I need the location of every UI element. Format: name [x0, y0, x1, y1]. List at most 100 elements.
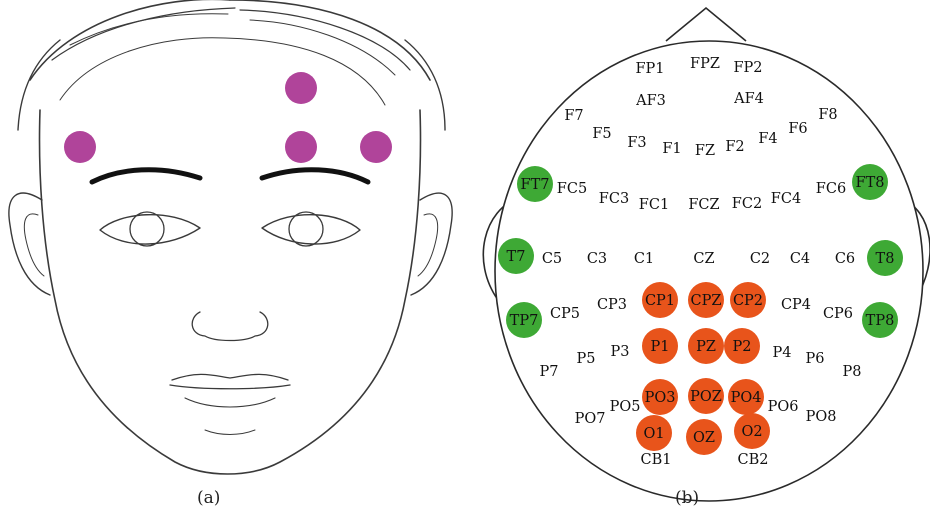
electrode-f1: F1 [662, 141, 681, 157]
left-iris [130, 212, 164, 246]
electrode-tp7: TP7 [506, 302, 542, 338]
electrode-label: TP8 [866, 313, 895, 329]
electrode-label: C6 [835, 251, 855, 267]
electrode-p8: P8 [843, 364, 862, 380]
electrode-fc4: FC4 [771, 191, 801, 207]
electrode-label: T7 [507, 249, 526, 265]
electrode-label: T8 [876, 251, 895, 267]
electrode-label: C5 [542, 251, 562, 267]
right-iris [289, 212, 323, 246]
electrode-label: FC5 [557, 181, 587, 197]
electrode-label: CP6 [823, 306, 853, 322]
electrode-af3: AF3 [635, 93, 666, 109]
electrode-fc3: FC3 [599, 191, 629, 207]
electrode-label: CB1 [641, 452, 672, 468]
electrode-c1: C1 [634, 251, 654, 267]
electrode-label: AF3 [635, 93, 666, 109]
electrode-label: CP4 [781, 297, 811, 313]
right-ear [411, 193, 452, 295]
right-eye [262, 215, 360, 244]
electrode-label: FPZ [690, 56, 720, 72]
electrode-pz: PZ [688, 328, 724, 364]
face-marker-temple-left [64, 131, 96, 163]
electrode-c2: C2 [750, 251, 770, 267]
electrode-p7: P7 [540, 364, 559, 380]
electrode-po6: PO6 [768, 399, 799, 415]
electrode-po5: PO5 [610, 399, 641, 415]
electrode-label: C1 [634, 251, 654, 267]
electrode-cp5: CP5 [550, 306, 580, 322]
hair-line [405, 40, 445, 130]
electrode-p1: P1 [642, 328, 678, 364]
hair-line [60, 38, 225, 100]
electrode-label: PO3 [645, 390, 676, 406]
electrode-label: FC6 [816, 181, 846, 197]
electrode-label: FP1 [635, 61, 664, 77]
electrode-label: CPZ [691, 293, 722, 309]
nose [192, 312, 268, 341]
electrode-po8: PO8 [806, 409, 837, 425]
head-nose [666, 8, 746, 41]
electrode-label: FZ [695, 143, 715, 159]
electrode-po7: PO7 [575, 411, 606, 427]
electrode-label: FC3 [599, 191, 629, 207]
electrode-c6: C6 [835, 251, 855, 267]
electrode-f3: F3 [627, 135, 646, 151]
electrode-t8: T8 [867, 240, 903, 276]
left-eye [100, 215, 200, 244]
electrode-label: CP3 [597, 297, 627, 313]
electrode-label: F1 [662, 141, 681, 157]
electrode-fc1: FC1 [639, 197, 669, 213]
electrode-label: P5 [577, 351, 596, 367]
electrode-label: CP2 [733, 293, 763, 309]
electrode-label: PO7 [575, 411, 606, 427]
electrode-fc2: FC2 [732, 196, 762, 212]
electrode-c5: C5 [542, 251, 562, 267]
hair-line [240, 10, 410, 70]
right-ear-inner [418, 214, 438, 276]
electrode-label: F2 [725, 139, 744, 155]
electrode-label: C3 [587, 251, 607, 267]
upper-lip [172, 374, 288, 380]
electrode-c4: C4 [790, 251, 810, 267]
electrode-label: O1 [643, 426, 664, 442]
electrode-label: CP5 [550, 306, 580, 322]
electrode-t7: T7 [498, 238, 534, 274]
electrode-label: FC4 [771, 191, 801, 207]
electrode-label: PO5 [610, 399, 641, 415]
lower-lip [185, 398, 275, 407]
face-illustration [9, 0, 452, 474]
electrode-f4: F4 [758, 131, 777, 147]
electrode-p4: P4 [773, 345, 792, 361]
electrode-cb1: CB1 [641, 452, 672, 468]
electrode-label: F3 [627, 135, 646, 151]
electrode-po4: PO4 [728, 379, 764, 415]
electrode-fcz: FCZ [688, 197, 719, 213]
face-markers [64, 72, 392, 163]
electrode-fp1: FP1 [635, 61, 664, 77]
electrode-c3: C3 [587, 251, 607, 267]
caption-a: (a) [197, 488, 220, 508]
electrode-fz: FZ [695, 143, 715, 159]
electrode-label: AF4 [733, 91, 764, 107]
face-marker-forehead-center [285, 131, 317, 163]
electrode-poz: POZ [688, 378, 724, 414]
electrode-label: FC1 [639, 197, 669, 213]
right-eyebrow [262, 170, 368, 182]
electrode-fp2: FP2 [733, 60, 762, 76]
electrode-label: P7 [540, 364, 559, 380]
electrode-fc6: FC6 [816, 181, 846, 197]
electrode-label: PO8 [806, 409, 837, 425]
electrode-o2: O2 [734, 413, 770, 449]
electrode-label: F7 [564, 108, 583, 124]
electrode-label: CZ [693, 251, 714, 267]
face-marker-temple-right [360, 131, 392, 163]
electrode-p6: P6 [806, 351, 825, 367]
electrode-label: FCZ [688, 197, 719, 213]
electrode-label: FT7 [521, 177, 550, 193]
left-eyebrow [92, 170, 200, 182]
electrode-ft8: FT8 [852, 164, 888, 200]
electrode-f2: F2 [725, 139, 744, 155]
electrode-cb2: CB2 [738, 452, 769, 468]
electrode-label: F6 [788, 121, 807, 137]
